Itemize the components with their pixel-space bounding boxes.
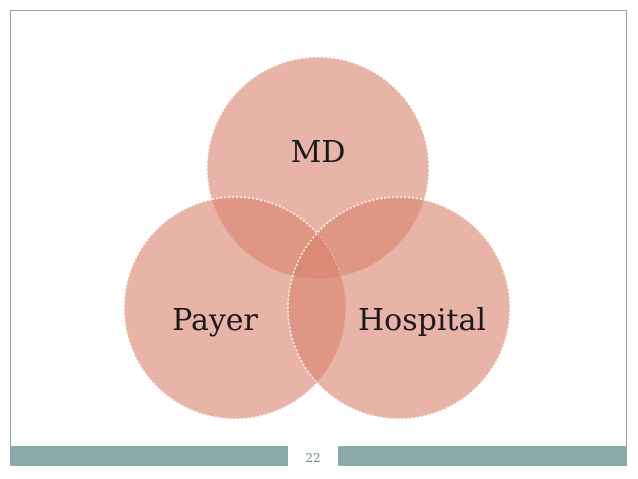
label-md: MD (291, 135, 346, 170)
label-payer: Payer (172, 303, 258, 338)
circle-hospital (287, 196, 511, 420)
page-number: 22 (288, 444, 338, 470)
label-hospital: Hospital (358, 303, 486, 338)
